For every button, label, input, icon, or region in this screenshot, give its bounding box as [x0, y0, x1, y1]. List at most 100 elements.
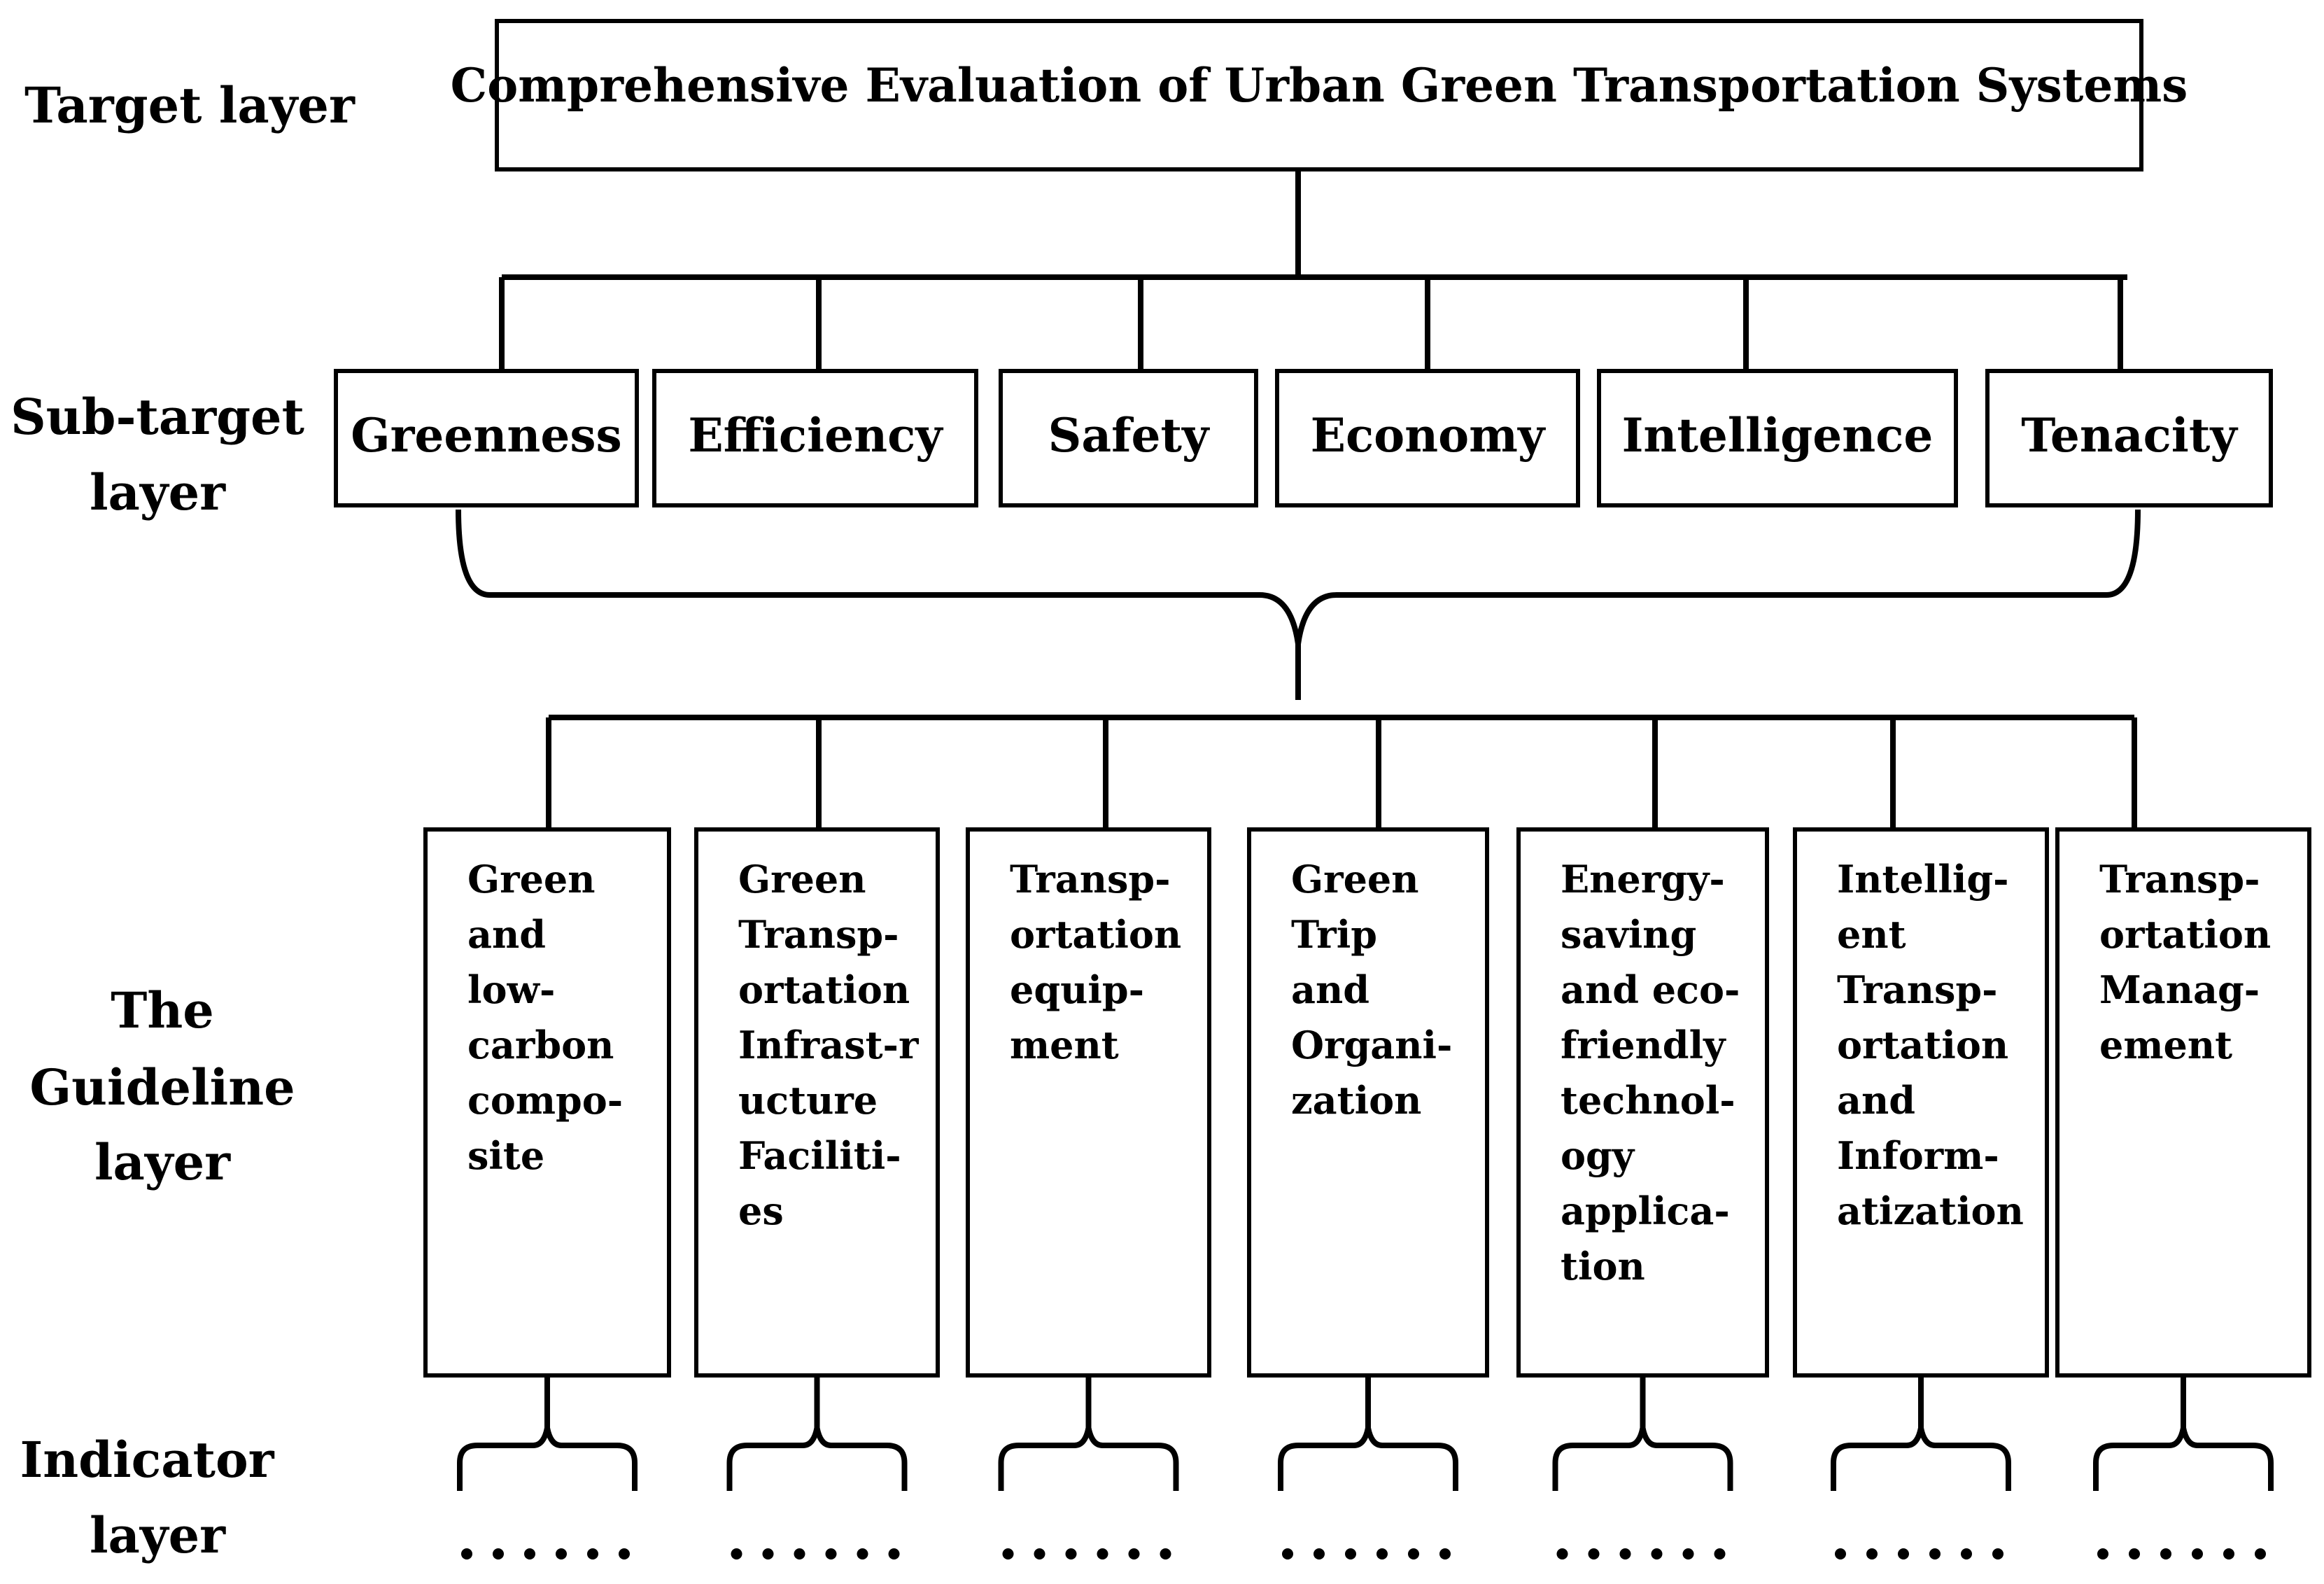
- guideline-text-line: atization: [1837, 1189, 2024, 1233]
- sub-target-box: [334, 369, 639, 507]
- indicator-dot: [2160, 1548, 2171, 1560]
- sub-target-box: [652, 369, 978, 507]
- indicator-dot: [1992, 1548, 2003, 1560]
- guideline-text-line: and: [1291, 967, 1369, 1012]
- guideline-box: [1247, 827, 1489, 1378]
- indicator-dot: [1345, 1548, 1356, 1560]
- guideline-text-line: Green: [1291, 857, 1419, 902]
- guideline-text-line: equip-: [1010, 967, 1144, 1012]
- guideline-text-line: low-: [467, 967, 555, 1012]
- indicator-dot: [556, 1548, 567, 1560]
- indicator-dot: [1376, 1548, 1388, 1560]
- indicator-dot: [1866, 1548, 1878, 1560]
- indicator-brace: [1552, 1375, 1733, 1491]
- indicator-brace: [726, 1375, 908, 1491]
- guideline-text-line: site: [467, 1133, 544, 1178]
- sub-target-layer-label-line2: layer: [90, 463, 226, 521]
- indicator-dot: [587, 1548, 598, 1560]
- guideline-text-line: and: [467, 912, 546, 957]
- indicator-dot: [461, 1548, 472, 1560]
- guideline-text-line: and eco-: [1561, 967, 1740, 1012]
- guideline-text-line: ment: [1010, 1023, 1119, 1067]
- target-layer-label: Target layer: [24, 76, 355, 134]
- indicator-dot: [825, 1548, 837, 1560]
- guideline-text-line: technol-: [1561, 1078, 1735, 1123]
- indicator-dot: [1961, 1548, 1972, 1560]
- guideline-text-line: friendly: [1561, 1023, 1726, 1067]
- guideline-text-line: Green: [467, 857, 596, 902]
- indicator-brace: [2093, 1375, 2274, 1491]
- indicator-placeholder: [731, 1548, 900, 1560]
- sub-target-layer-label-line1: Sub-target: [10, 388, 304, 446]
- indicator-dot: [1898, 1548, 1909, 1560]
- sub-target-brace: [456, 509, 2141, 645]
- sub-target-label: Safety: [1048, 408, 1210, 463]
- guideline-text-line: zation: [1291, 1078, 1421, 1123]
- guideline-text-line: Trip: [1291, 912, 1377, 957]
- guideline-text-line: ucture: [738, 1078, 878, 1123]
- guideline-text-line: carbon: [467, 1023, 614, 1067]
- indicator-dot: [1619, 1548, 1631, 1560]
- indicator-dot: [2129, 1548, 2140, 1560]
- guideline-text-line: Inform-: [1837, 1133, 1999, 1178]
- guideline-layer-label-line2: Guideline: [29, 1058, 295, 1116]
- indicator-dot: [731, 1548, 742, 1560]
- sub-target-box: [1597, 369, 1958, 507]
- indicator-placeholder: [1282, 1548, 1451, 1560]
- guideline-text-line: tion: [1561, 1244, 1645, 1289]
- guideline-box: [423, 827, 671, 1378]
- indicator-dot: [1408, 1548, 1419, 1560]
- indicator-placeholder: [1002, 1548, 1171, 1560]
- guideline-text-line: applica-: [1561, 1189, 1730, 1233]
- indicator-dot: [1160, 1548, 1171, 1560]
- guideline-text-line: ortation: [738, 967, 910, 1012]
- indicator-dot: [1651, 1548, 1663, 1560]
- sub-target-label: Greenness: [351, 408, 621, 463]
- guideline-text-line: Infrast-r: [738, 1023, 919, 1067]
- guideline-text-line: Energy-: [1561, 857, 1725, 902]
- indicator-placeholder: [2097, 1548, 2266, 1560]
- indicator-dot: [1835, 1548, 1846, 1560]
- indicator-dot: [762, 1548, 774, 1560]
- indicator-dot: [1065, 1548, 1077, 1560]
- guideline-box: [2055, 827, 2311, 1378]
- target-box: [495, 19, 2143, 171]
- guideline-text-line: compo-: [467, 1078, 623, 1123]
- guideline-text-line: Green: [738, 857, 866, 902]
- indicator-layer-label-line2: layer: [90, 1506, 226, 1564]
- indicator-dot: [1588, 1548, 1600, 1560]
- sub-target-label: Intelligence: [1622, 408, 1934, 463]
- indicator-dot: [1314, 1548, 1325, 1560]
- indicator-dot: [1929, 1548, 1941, 1560]
- guideline-text-line: Transp-: [738, 912, 899, 957]
- indicator-dot: [888, 1548, 900, 1560]
- sub-target-box: [999, 369, 1258, 507]
- indicator-dot: [619, 1548, 630, 1560]
- indicator-dot: [2097, 1548, 2108, 1560]
- indicator-dot: [857, 1548, 868, 1560]
- indicator-brace: [998, 1375, 1179, 1491]
- indicator-dot: [1556, 1548, 1568, 1560]
- indicator-brace: [457, 1375, 638, 1491]
- guideline-group: Greenandlow-carboncompo-siteGreenTransp-…: [423, 717, 2311, 1560]
- guideline-box: [1793, 827, 2049, 1378]
- guideline-text-line: ortation: [1837, 1023, 2008, 1067]
- guideline-text-line: Transp-: [2099, 857, 2260, 902]
- guideline-layer-label-line1: The: [111, 981, 214, 1039]
- indicator-placeholder: [1556, 1548, 1726, 1560]
- guideline-text-line: ent: [1837, 912, 1906, 957]
- guideline-box: [694, 827, 940, 1378]
- sub-target-label: Economy: [1311, 408, 1546, 463]
- guideline-text-line: Transp-: [1837, 967, 1998, 1012]
- guideline-text-line: ortation: [2099, 912, 2271, 957]
- indicator-dot: [1002, 1548, 1014, 1560]
- guideline-box: [966, 827, 1211, 1378]
- guideline-text-line: Intellig-: [1837, 857, 2009, 902]
- guideline-text-line: Organi-: [1291, 1023, 1452, 1067]
- guideline-text-line: saving: [1561, 912, 1696, 957]
- indicator-dot: [1282, 1548, 1293, 1560]
- sub-target-label: Tenacity: [2021, 408, 2238, 463]
- indicator-dot: [2192, 1548, 2203, 1560]
- indicator-dot: [1034, 1548, 1045, 1560]
